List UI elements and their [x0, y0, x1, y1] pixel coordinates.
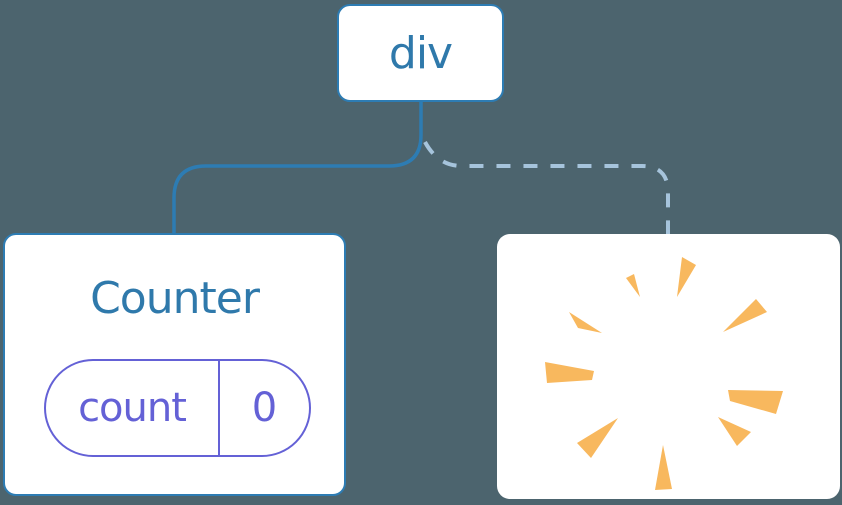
edge-root-to-removed: [423, 141, 670, 235]
state-pill-divider: [218, 361, 220, 455]
poof-ray: [718, 417, 751, 446]
poof-ray: [577, 418, 618, 458]
edge-root-to-counter: [172, 100, 423, 234]
state-pill-name: count: [78, 385, 187, 431]
state-pill-value: 0: [251, 385, 278, 431]
poof-ray: [655, 445, 672, 490]
node-div-label: div: [388, 27, 453, 79]
poof-ray: [569, 312, 602, 333]
poof-ray: [545, 362, 594, 383]
poof-ray: [723, 299, 767, 332]
node-removed: [497, 234, 840, 499]
poof-ray: [677, 257, 696, 297]
node-div: div: [337, 4, 504, 102]
poof-ray: [728, 390, 783, 414]
poof-burst-icon: [545, 257, 783, 490]
node-counter-title: Counter: [90, 273, 260, 324]
poof-ray: [626, 274, 640, 297]
node-counter: Counter count 0: [3, 233, 346, 496]
state-pill: count 0: [44, 359, 311, 457]
